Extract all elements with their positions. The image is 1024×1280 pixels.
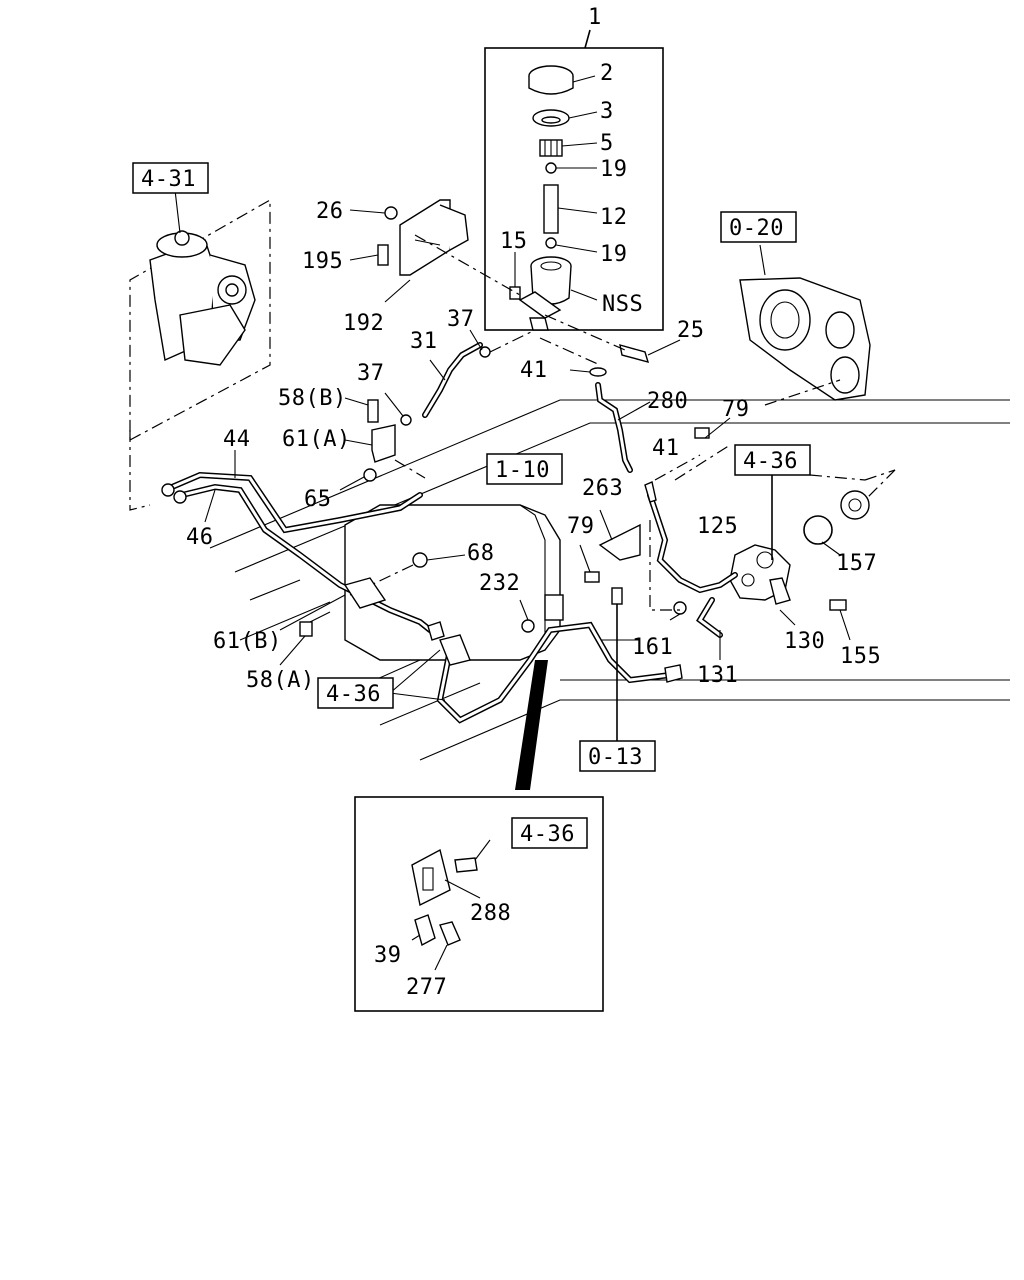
ref-label-4-36-left: 4-36 [326,682,381,707]
ref-box-4-31[interactable]: 4-31 [132,162,209,194]
callouts: 1 2 3 5 19 12 19 15 NSS 26 195 192 37 31… [186,5,881,1000]
callout-130: 130 [784,629,825,654]
callout-3: 3 [600,99,614,124]
ref-box-4-36-detail[interactable]: 4-36 [511,817,588,849]
callout-12: 12 [600,205,628,230]
callout-79-upper: 79 [722,397,750,422]
ref-box-4-36-left[interactable]: 4-36 [317,677,394,709]
callout-37-upper: 37 [447,307,475,332]
callout-195: 195 [302,249,343,274]
callout-79-lower: 79 [567,514,595,539]
callout-2: 2 [600,61,614,86]
pipe-to-reservoir [389,621,683,724]
callout-1: 1 [588,5,602,30]
housing-0-20 [739,244,871,406]
ref-box-0-20[interactable]: 0-20 [720,211,797,243]
bracket-192 [349,199,521,303]
callout-41-upper: 41 [520,358,548,383]
valve-assembly [729,469,896,641]
pipe-125 [579,417,738,740]
detail-box [354,796,604,1012]
ref-label-4-31: 4-31 [141,167,196,192]
callout-131: 131 [697,663,738,688]
callout-39: 39 [374,943,402,968]
ref-label-0-13: 0-13 [588,745,643,770]
callout-nss: NSS [602,292,643,317]
clamp-61b [279,552,535,666]
callout-155: 155 [840,644,881,669]
callout-19-upper: 19 [600,157,628,182]
callout-41-lower: 41 [652,436,680,461]
callout-232: 232 [479,571,520,596]
ref-box-0-13[interactable]: 0-13 [579,740,656,772]
callout-46: 46 [186,525,214,550]
callout-37-lower: 37 [357,361,385,386]
callout-5: 5 [600,131,614,156]
steering-pump [129,189,271,442]
callout-157: 157 [836,551,877,576]
callout-61b: 61(B) [213,629,282,654]
callout-263: 263 [582,476,623,501]
callout-161: 161 [632,635,673,660]
callout-31: 31 [410,329,438,354]
callout-26: 26 [316,199,344,224]
callout-25: 25 [677,318,705,343]
callout-288: 288 [470,901,511,926]
callout-58a: 58(A) [246,668,315,693]
pipes-44-46 [129,430,433,633]
callout-15: 15 [500,229,528,254]
ref-label-4-36-right: 4-36 [743,449,798,474]
clamp-61a [339,397,426,491]
callout-192: 192 [343,311,384,336]
callout-68: 68 [467,541,495,566]
callout-58b: 58(B) [278,386,347,411]
hose-280 [539,314,681,473]
reservoir-kit-box [484,29,664,331]
callout-44: 44 [223,427,251,452]
callout-19-lower: 19 [600,242,628,267]
callout-125: 125 [697,514,738,539]
ref-label-1-10: 1-10 [495,458,550,483]
ref-box-4-36-right[interactable]: 4-36 [734,444,811,476]
callout-61a: 61(A) [282,427,351,452]
ref-label-4-36-detail: 4-36 [520,822,575,847]
ref-label-0-20: 0-20 [729,216,784,241]
callout-65: 65 [304,487,332,512]
ref-box-1-10[interactable]: 1-10 [486,453,563,485]
callout-280: 280 [647,389,688,414]
callout-277: 277 [406,975,447,1000]
hose-31 [384,329,536,426]
